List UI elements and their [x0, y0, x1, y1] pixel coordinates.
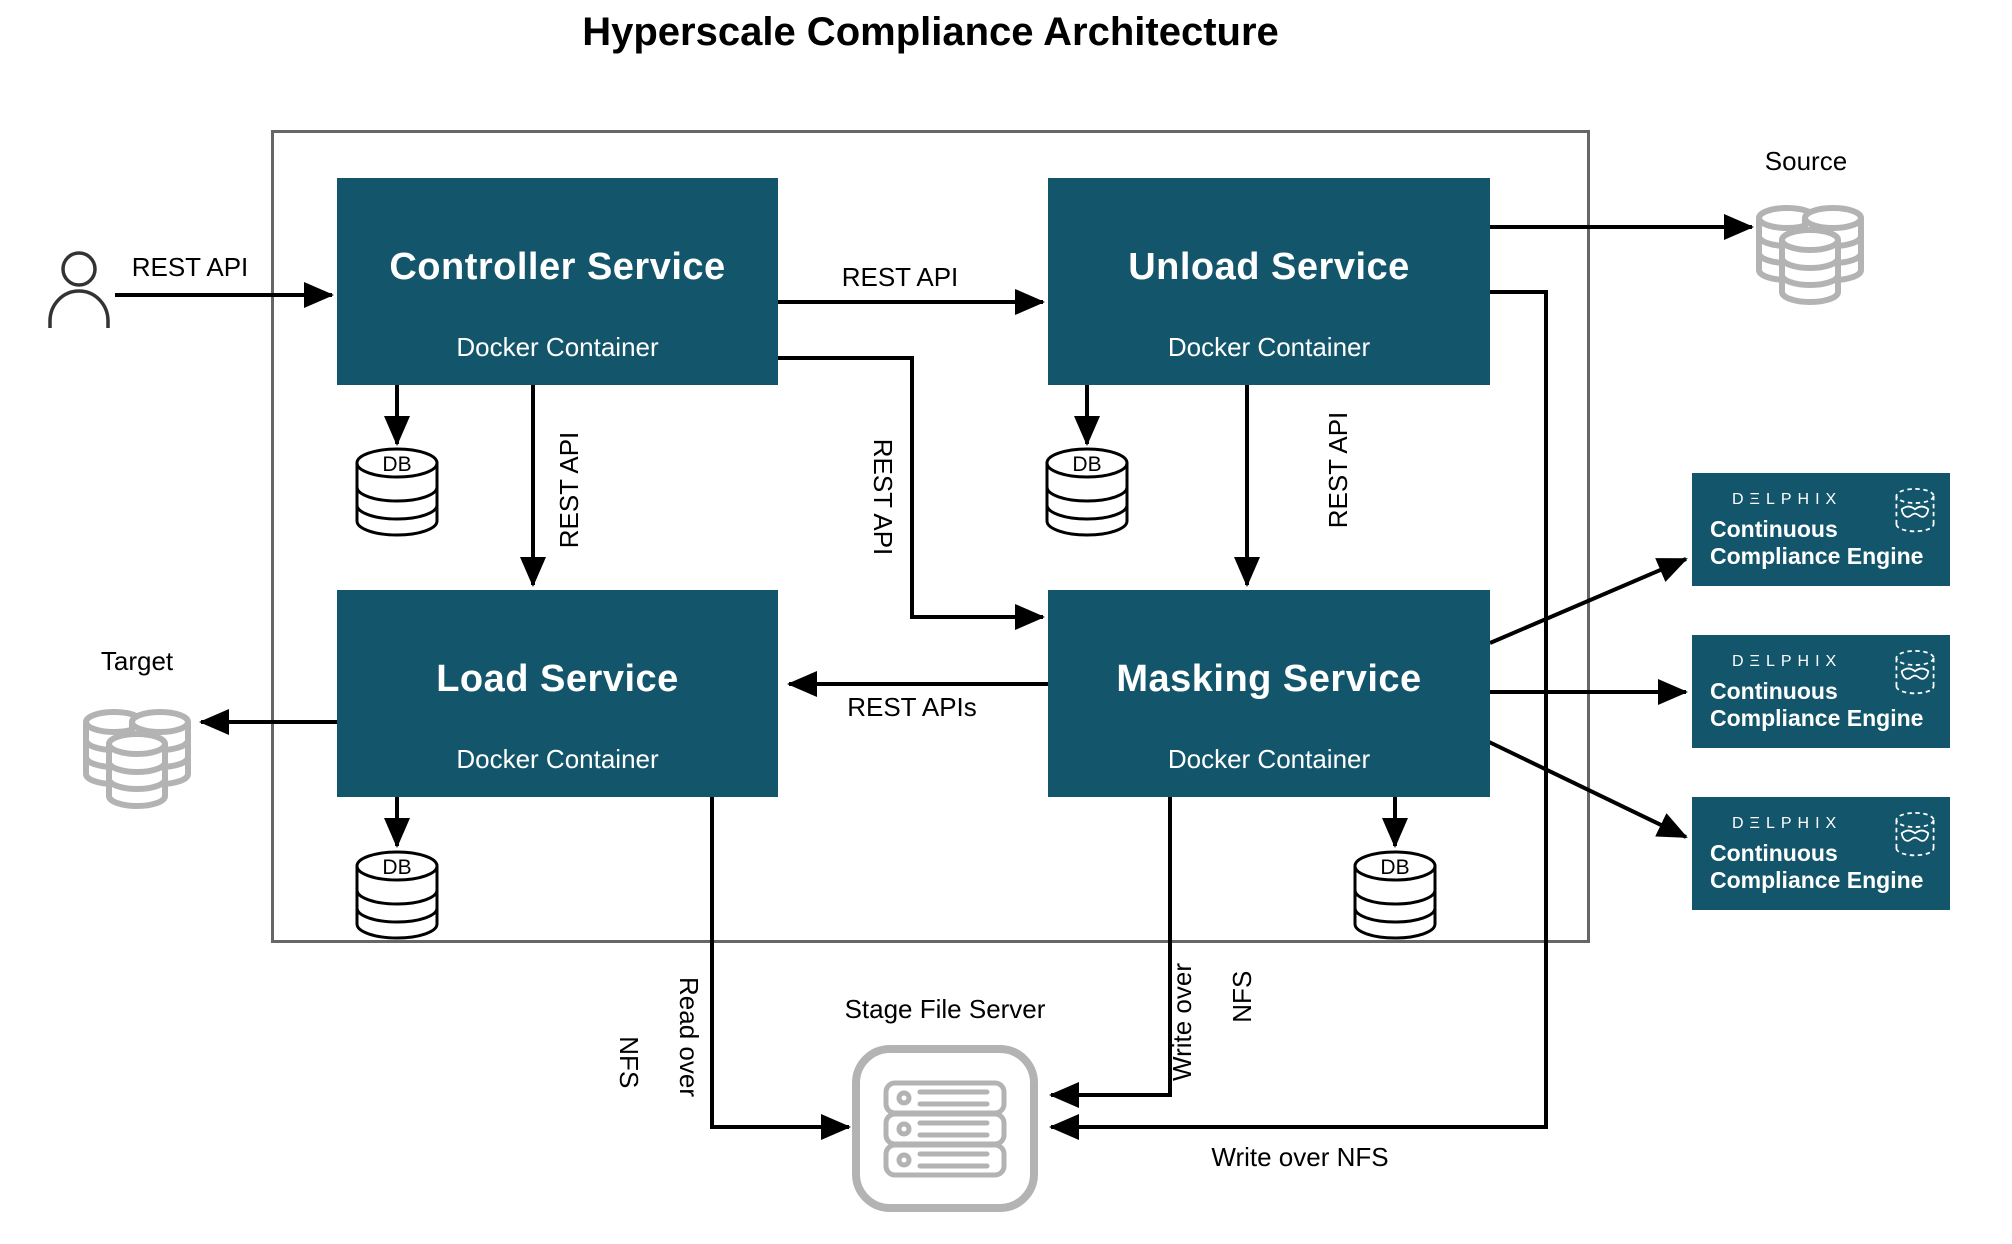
stage-file-server-box — [852, 1045, 1038, 1212]
unload-db-label: DB — [1072, 453, 1101, 476]
load-service-title: Load Service — [436, 658, 679, 700]
server-stack-icon — [883, 1080, 1007, 1177]
page-title: Hyperscale Compliance Architecture — [582, 10, 1279, 54]
load-service-subtitle: Docker Container — [456, 744, 659, 774]
user-icon — [46, 250, 112, 337]
read-over-line1: Read over — [674, 977, 704, 1097]
compliance-engine-2: DΞLPHIX Continuous Compliance Engine — [1692, 635, 1950, 748]
masked-db-icon — [1895, 488, 1935, 533]
controller-service-title: Controller Service — [389, 246, 726, 288]
delphix-logo: DΞLPHIX — [1732, 653, 1843, 670]
unload-service-title: Unload Service — [1128, 246, 1410, 288]
read-over-line2: NFS — [614, 1036, 644, 1089]
edge-masking-to-engine-1 — [1489, 557, 1688, 645]
stage-file-server-label: Stage File Server — [844, 994, 1046, 1024]
edge-masking-to-stage — [1049, 797, 1172, 1108]
delphix-logo: DΞLPHIX — [1732, 815, 1843, 832]
engine-line1: Continuous — [1710, 678, 1838, 704]
engine-line1: Continuous — [1710, 840, 1838, 866]
source-label: Source — [1764, 146, 1848, 176]
outer-container-frame — [271, 130, 1590, 943]
compliance-engine-3: DΞLPHIX Continuous Compliance Engine — [1692, 797, 1950, 910]
label-controller-load-rest-api: REST API — [554, 431, 584, 549]
label-user-rest-api: REST API — [131, 252, 249, 282]
engine-line1: Continuous — [1710, 516, 1838, 542]
masking-db-icon: DB — [1353, 850, 1437, 945]
masking-db-label: DB — [1380, 856, 1409, 879]
controller-db-label: DB — [382, 453, 411, 476]
label-masking-load-rest-apis: REST APIs — [847, 692, 977, 722]
unload-db-icon: DB — [1045, 447, 1129, 542]
unload-service-subtitle: Docker Container — [1167, 332, 1371, 362]
load-db-label: DB — [382, 856, 411, 879]
write-over-line1: Write over — [1167, 963, 1197, 1081]
label-write-over-nfs-vertical: Write over NFS — [1167, 947, 1257, 1097]
source-db-stack-icon — [1755, 192, 1865, 311]
edge-unload-to-stage — [1049, 290, 1548, 1140]
compliance-engine-1: DΞLPHIX Continuous Compliance Engine — [1692, 473, 1950, 586]
label-read-over-nfs: Read over NFS — [614, 962, 704, 1112]
node-load-service: Load Service Docker Container — [337, 590, 778, 797]
masking-service-title: Masking Service — [1116, 658, 1422, 700]
masked-db-icon — [1895, 650, 1935, 695]
node-masking-service: Masking Service Docker Container — [1048, 590, 1490, 797]
controller-db-icon: DB — [355, 447, 439, 542]
engine-line2: Compliance Engine — [1710, 705, 1924, 731]
write-over-line2: NFS — [1227, 970, 1257, 1023]
controller-service-subtitle: Docker Container — [456, 332, 659, 362]
load-db-icon: DB — [355, 850, 439, 945]
masked-db-icon — [1895, 812, 1935, 857]
target-db-stack-icon — [82, 696, 192, 815]
edge-masking-to-engine-3 — [1486, 739, 1688, 839]
target-label: Target — [100, 646, 174, 676]
edge-controller-to-masking — [778, 356, 1045, 630]
node-controller-service: Controller Service Docker Container — [337, 178, 778, 385]
edge-load-to-stage — [710, 797, 851, 1140]
node-unload-service: Unload Service Docker Container — [1048, 178, 1490, 385]
label-write-over-nfs-horizontal: Write over NFS — [1211, 1142, 1389, 1172]
masking-service-subtitle: Docker Container — [1167, 744, 1371, 774]
engine-line2: Compliance Engine — [1710, 543, 1924, 569]
label-unload-masking-rest-api: REST API — [1323, 411, 1353, 529]
label-controller-masking-rest-api: REST API — [868, 438, 898, 556]
label-controller-unload-rest-api: REST API — [841, 262, 959, 292]
engine-line2: Compliance Engine — [1710, 867, 1924, 893]
delphix-logo: DΞLPHIX — [1732, 491, 1843, 508]
